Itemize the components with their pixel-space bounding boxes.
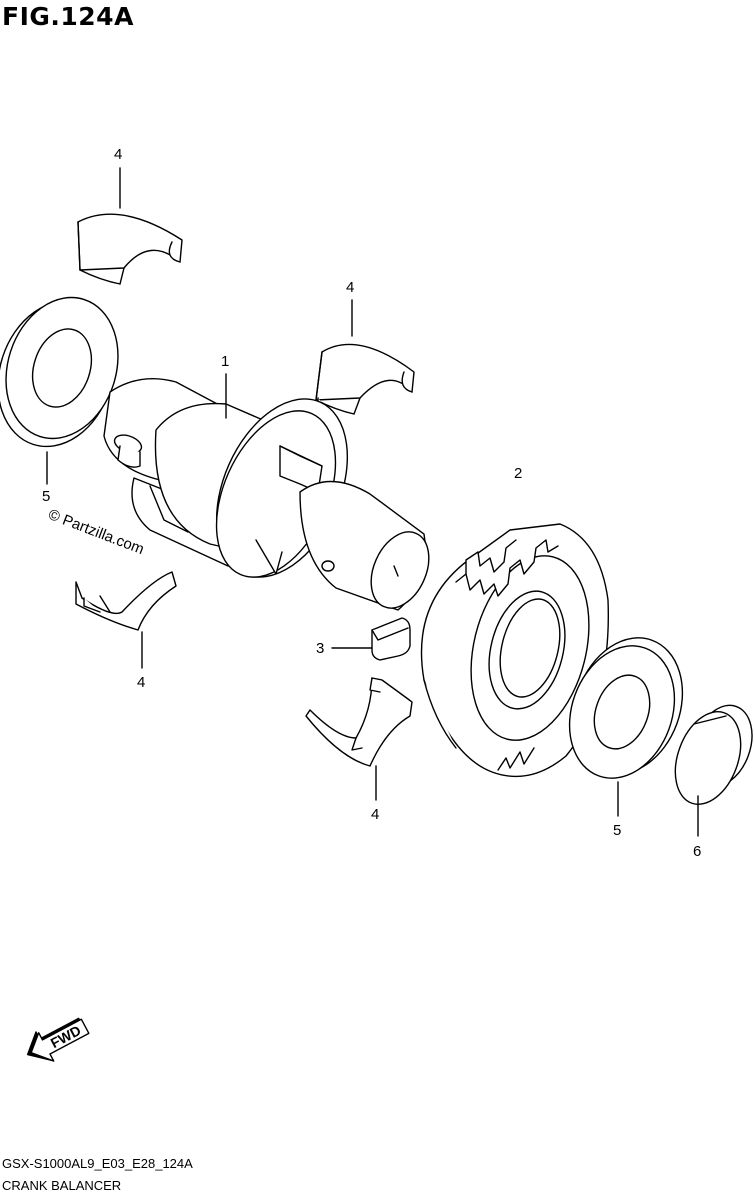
thrust-washer-left[interactable] (0, 283, 136, 462)
callout-1: 1 (221, 353, 230, 370)
figure-caption: CRANK BALANCER (2, 1178, 122, 1193)
fwd-arrow: FWD (20, 1010, 92, 1070)
bearing-shell-top-left[interactable] (78, 214, 182, 284)
callout-6: 6 (693, 843, 702, 860)
bearing-shell-bottom-left[interactable] (76, 572, 176, 630)
thrust-washer-right[interactable] (552, 622, 701, 793)
figure-code: GSX-S1000AL9_E03_E28_124A (2, 1156, 193, 1171)
woodruff-key[interactable] (372, 618, 410, 660)
balancer-driven-gear[interactable] (421, 524, 608, 776)
bearing-shell-top-right[interactable] (316, 344, 414, 414)
balancer-shaft[interactable] (104, 379, 440, 618)
callout-4-bottom-right: 4 (371, 806, 380, 823)
leader-lines (47, 168, 698, 836)
callout-4-top-right: 4 (346, 279, 355, 296)
callout-2: 2 (514, 465, 523, 482)
bearing-shell-bottom-right[interactable] (306, 678, 412, 766)
callout-5-right: 5 (613, 822, 622, 839)
callout-4-top-left: 4 (114, 146, 123, 163)
shaft-cap[interactable] (663, 697, 755, 813)
figure-title: FIG.124A (2, 2, 134, 31)
callout-4-bottom-left: 4 (137, 674, 146, 691)
callout-5-left: 5 (42, 488, 51, 505)
callout-3: 3 (316, 640, 325, 657)
